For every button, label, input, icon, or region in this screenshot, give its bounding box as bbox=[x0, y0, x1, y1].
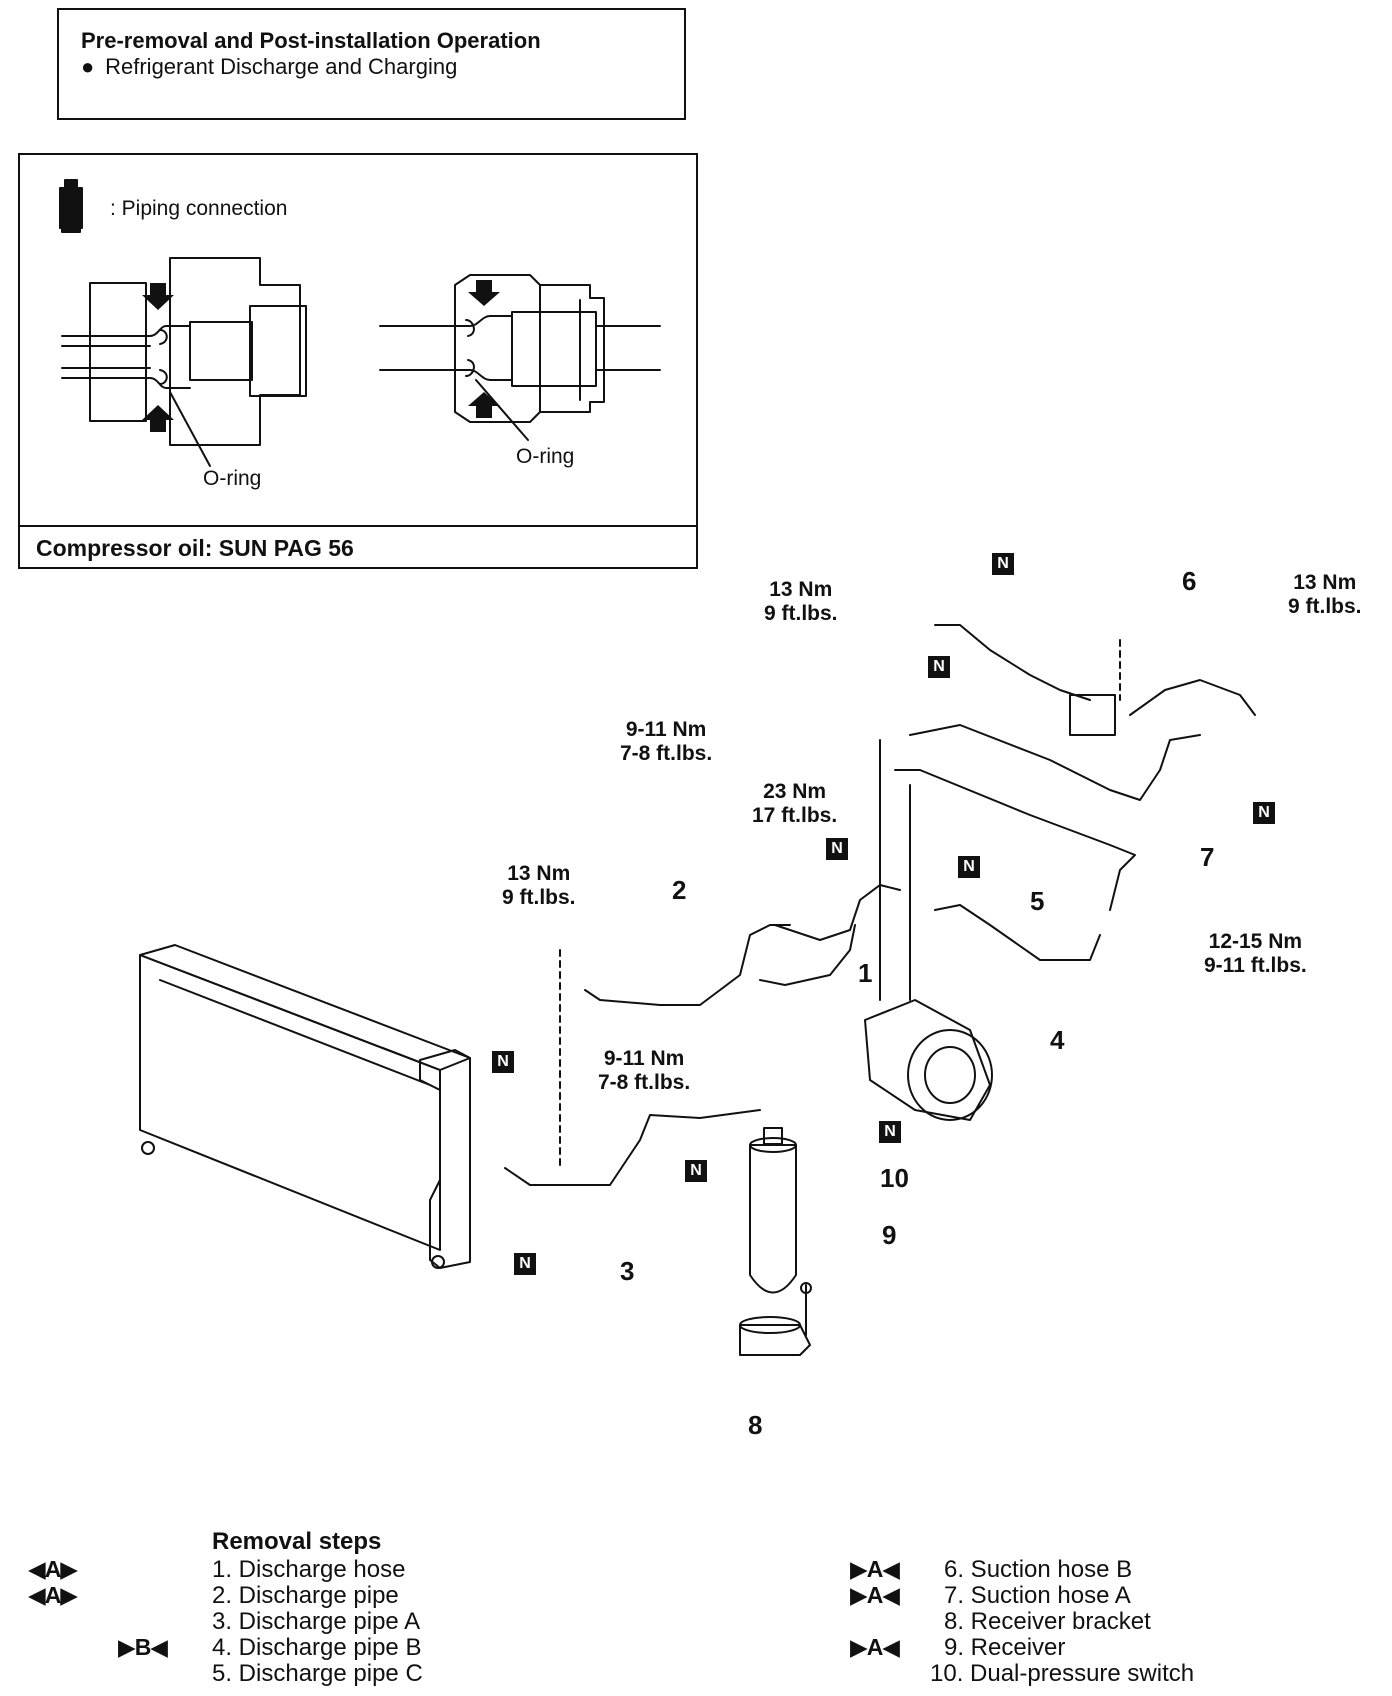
torque-nm: 9-11 Nm bbox=[603, 1047, 685, 1070]
callout-9: 9 bbox=[882, 1220, 897, 1250]
step-5: 5. Discharge pipe C bbox=[212, 1660, 423, 1687]
torque-nm: 9-11 Nm bbox=[625, 718, 707, 741]
callout-5: 5 bbox=[1030, 886, 1045, 916]
condenser bbox=[139, 944, 471, 1269]
step-10: 10. Dual-pressure switch bbox=[930, 1660, 1195, 1687]
torque-spec: 13 Nm 9 ft.lbs. bbox=[502, 862, 576, 910]
torque-ftlbs: 9 ft.lbs. bbox=[764, 602, 838, 625]
step-4: 4. Discharge pipe B bbox=[212, 1634, 422, 1661]
torque-nm: 23 Nm bbox=[763, 780, 827, 803]
n-badge: N bbox=[826, 838, 848, 860]
legend-piping-connection: : Piping connection bbox=[110, 197, 288, 220]
torque-spec: 9-11 Nm 7-8 ft.lbs. bbox=[620, 718, 712, 766]
torque-ftlbs: 9 ft.lbs. bbox=[1288, 595, 1362, 618]
torque-ftlbs: 7-8 ft.lbs. bbox=[598, 1071, 691, 1094]
callout-2: 2 bbox=[672, 875, 687, 905]
step-6: 6. Suction hose B bbox=[944, 1556, 1133, 1583]
torque-spec: 13 Nm 9 ft.lbs. bbox=[1288, 571, 1362, 619]
callout-1: 1 bbox=[858, 958, 873, 988]
callout-10: 10 bbox=[880, 1163, 909, 1193]
compressor bbox=[864, 999, 993, 1121]
n-badge: N bbox=[958, 856, 980, 878]
bullet-icon: ● bbox=[81, 54, 95, 79]
torque-spec: 12-15 Nm 9-11 ft.lbs. bbox=[1204, 930, 1307, 978]
pre-removal-item-text: Refrigerant Discharge and Charging bbox=[105, 54, 458, 79]
step-7: 7. Suction hose A bbox=[944, 1582, 1131, 1609]
callout-4: 4 bbox=[1050, 1025, 1065, 1055]
n-badge: N bbox=[992, 553, 1014, 575]
step-mark: ▶B◀ bbox=[118, 1634, 168, 1660]
torque-nm: 13 Nm bbox=[1293, 571, 1357, 594]
torque-spec: 23 Nm 17 ft.lbs. bbox=[752, 780, 837, 828]
step-3: 3. Discharge pipe A bbox=[212, 1608, 421, 1635]
n-badge: N bbox=[492, 1051, 514, 1073]
torque-ftlbs: 17 ft.lbs. bbox=[752, 804, 838, 827]
torque-ftlbs: 9 ft.lbs. bbox=[502, 886, 576, 909]
compressor-oil-text: Compressor oil: SUN PAG 56 bbox=[36, 535, 354, 561]
pipes-hoses bbox=[504, 624, 1256, 1186]
step-mark: ▶A◀ bbox=[850, 1582, 900, 1608]
piping-detail-box: : Piping connection Compressor oil: SUN … bbox=[18, 153, 698, 569]
step-9: 9. Receiver bbox=[944, 1634, 1066, 1661]
torque-nm: 13 Nm bbox=[769, 578, 833, 601]
pre-removal-item: ● Refrigerant Discharge and Charging bbox=[81, 54, 457, 80]
pre-removal-title: Pre-removal and Post-installation Operat… bbox=[81, 28, 541, 53]
step-8: 8. Receiver bracket bbox=[944, 1608, 1151, 1635]
oil-can-icon bbox=[59, 179, 83, 233]
torque-spec: 13 Nm 9 ft.lbs. bbox=[764, 578, 838, 626]
step-1: 1. Discharge hose bbox=[212, 1556, 406, 1583]
torque-ftlbs: 7-8 ft.lbs. bbox=[620, 742, 713, 765]
step-mark: ◀A▶ bbox=[28, 1582, 78, 1608]
compressor-oil-row: Compressor oil: SUN PAG 56 bbox=[20, 525, 696, 569]
oring-label-left: O-ring bbox=[203, 467, 262, 490]
left-connector-detail bbox=[61, 257, 307, 467]
n-badge: N bbox=[685, 1160, 707, 1182]
torque-ftlbs: 9-11 ft.lbs. bbox=[1204, 954, 1307, 977]
step-mark: ▶A◀ bbox=[850, 1556, 900, 1582]
n-badge: N bbox=[928, 656, 950, 678]
removal-steps-title: Removal steps bbox=[212, 1528, 382, 1555]
receiver-drier bbox=[739, 1127, 812, 1356]
step-mark: ◀A▶ bbox=[28, 1556, 78, 1582]
torque-nm: 12-15 Nm bbox=[1208, 930, 1303, 953]
pre-removal-box: Pre-removal and Post-installation Operat… bbox=[57, 8, 686, 120]
callout-8: 8 bbox=[748, 1410, 763, 1440]
torque-nm: 13 Nm bbox=[507, 862, 571, 885]
oring-label-right: O-ring bbox=[516, 445, 575, 468]
step-2: 2. Discharge pipe bbox=[212, 1582, 399, 1609]
callout-3: 3 bbox=[620, 1256, 635, 1286]
n-badge: N bbox=[514, 1253, 536, 1275]
n-badge: N bbox=[879, 1121, 901, 1143]
callout-7: 7 bbox=[1200, 842, 1215, 872]
step-mark: ▶A◀ bbox=[850, 1634, 900, 1660]
n-badge: N bbox=[1253, 802, 1275, 824]
callout-6: 6 bbox=[1182, 566, 1197, 596]
right-connector-detail bbox=[379, 274, 661, 441]
torque-spec: 9-11 Nm 7-8 ft.lbs. bbox=[598, 1047, 690, 1095]
